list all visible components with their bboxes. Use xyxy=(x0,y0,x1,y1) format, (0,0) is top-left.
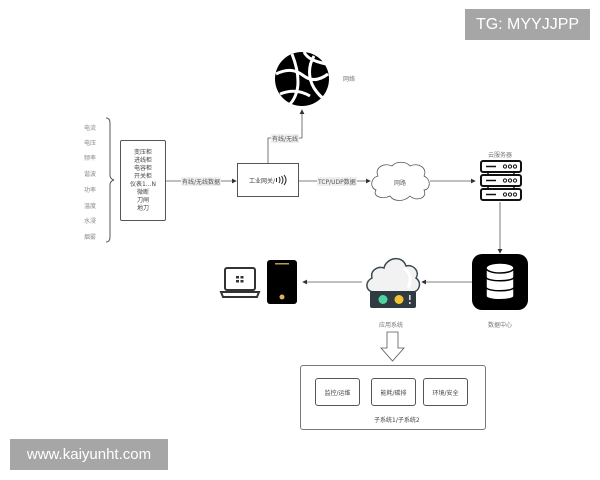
industrial-gateway: 工业网关/ xyxy=(237,163,299,197)
subsystems-box: 监控/运维 能耗/碳排 环境/安全 子系统1/子系统2 xyxy=(300,365,486,430)
signal-harmonic: 谐波 xyxy=(84,171,97,178)
mobile-phone-icon xyxy=(267,260,297,304)
internet-label: 网络 xyxy=(343,76,356,83)
subsystem-monitoring: 监控/运维 xyxy=(315,378,360,406)
edge-label-gateway-internet: 有线/无线 xyxy=(271,134,300,143)
watermark-bottom-left: www.kaiyunht.com xyxy=(10,439,168,470)
device-item: 进线柜 xyxy=(133,156,152,164)
cloud-server-label: 云服务器 xyxy=(488,152,513,159)
subsystems-caption: 子系统1/子系统2 xyxy=(374,417,420,424)
watermark-top-right: TG: MYYJJPP xyxy=(465,9,590,40)
subsystem-energy: 能耗/碳排 xyxy=(371,378,416,406)
data-center-label: 数据中心 xyxy=(488,322,513,329)
signal-water: 水浸 xyxy=(84,218,97,225)
database-icon xyxy=(472,254,528,310)
device-item: 开关柜 xyxy=(133,172,152,180)
edge-label-gateway-network: TCP/UDP数据 xyxy=(317,177,357,186)
signal-smoke: 烟雾 xyxy=(84,234,97,241)
edge-label-devices-gateway: 有线/无线数据 xyxy=(181,177,222,186)
network-cloud-icon xyxy=(371,161,430,201)
device-item: 微断 xyxy=(136,188,149,196)
app-status-panel xyxy=(370,291,416,308)
device-item: 刀闸 xyxy=(136,196,149,204)
device-item: 电容柜 xyxy=(133,164,152,172)
globe-icon xyxy=(275,51,329,106)
subsystem-environment: 环境/安全 xyxy=(423,378,468,406)
devices-box: 变压柜 进线柜 电容柜 开关柜 仪表1...N 微断 刀闸 地刀 xyxy=(120,140,166,221)
gateway-label: 工业网关/ xyxy=(248,177,276,185)
laptop-icon xyxy=(219,267,261,298)
signal-temperature: 温度 xyxy=(84,203,97,210)
app-system-label: 应用系统 xyxy=(379,322,404,329)
app-cloud-icon xyxy=(366,257,421,293)
device-item: 变压柜 xyxy=(133,148,152,156)
signal-current: 电流 xyxy=(84,125,97,132)
device-item: 仪表1...N xyxy=(129,180,157,188)
signal-frequency: 频率 xyxy=(84,155,97,162)
wireless-signal-icon xyxy=(276,174,287,186)
network-cloud-label: 网路 xyxy=(394,180,407,187)
server-rack-icon xyxy=(480,160,522,201)
signal-voltage: 电压 xyxy=(84,140,97,147)
signal-power: 功率 xyxy=(84,187,97,194)
device-item: 地刀 xyxy=(136,204,149,212)
